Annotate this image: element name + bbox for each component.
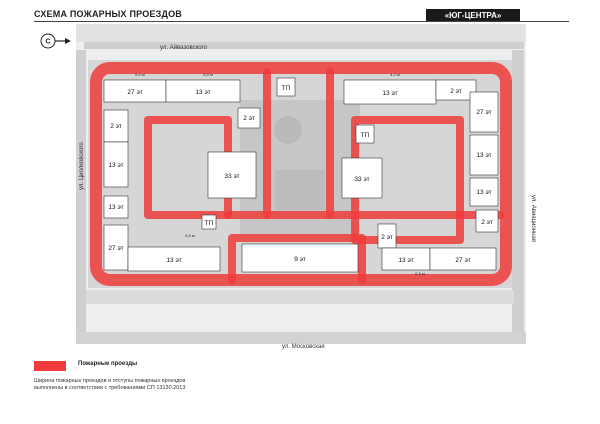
label-b-2-w: 2 эт bbox=[110, 123, 122, 130]
label-b-2-e-lower: 2 эт bbox=[481, 219, 493, 226]
building-13-s-left bbox=[127, 246, 221, 272]
dim-5: 6,5 м bbox=[415, 271, 425, 276]
north-street bbox=[84, 42, 524, 49]
label-b-2-se: 2 эт bbox=[381, 234, 393, 241]
building-2-ne bbox=[435, 79, 477, 101]
label-b-13-e: 13 эт bbox=[476, 152, 491, 159]
label-b-13-s-left: 13 эт bbox=[166, 257, 181, 264]
dim-2: 5,0 м bbox=[203, 72, 213, 77]
building-13-n-right bbox=[343, 79, 437, 105]
page-title: СХЕМА ПОЖАРНЫХ ПРОЕЗДОВ bbox=[34, 9, 182, 19]
building-2-e-lower bbox=[475, 209, 499, 233]
south-sidewalk bbox=[86, 290, 514, 304]
west-street bbox=[76, 50, 86, 332]
building-tp-mid-left bbox=[201, 214, 217, 230]
label-b-13-n-right: 13 эт bbox=[382, 90, 397, 97]
legend-fire-lane-swatch bbox=[34, 361, 66, 371]
building-13-w-lower bbox=[103, 195, 129, 219]
south-street bbox=[76, 332, 526, 344]
building-33-left bbox=[207, 151, 257, 199]
building-labels: 27 эт 13 эт 2 эт 13 эт 2 эт 33 эт ТП ТП … bbox=[108, 85, 492, 264]
label-b-27-sw: 27 эт bbox=[108, 245, 123, 252]
label-b-13-w-lower: 13 эт bbox=[108, 204, 123, 211]
building-27-sw bbox=[103, 224, 129, 271]
buildings-layer bbox=[103, 77, 499, 273]
street-west-label: ул. Циолковского bbox=[79, 142, 85, 190]
building-13-e-lower bbox=[469, 177, 499, 207]
dim-1: 6,0 м bbox=[135, 72, 145, 77]
building-27-ne bbox=[469, 91, 499, 133]
compass-icon: С bbox=[40, 33, 71, 49]
header-rule bbox=[34, 21, 569, 22]
label-b-13-e-lower: 13 эт bbox=[476, 189, 491, 196]
label-b-9-s-mid: 9 эт bbox=[294, 256, 306, 263]
plaza bbox=[275, 170, 325, 210]
label-b-tp-mid-left: ТП bbox=[205, 220, 214, 227]
dimension-labels: 6,0 м 5,0 м 4,2 м 8,0 м 6,5 м bbox=[135, 72, 425, 276]
label-b-2-mid-left: 2 эт bbox=[243, 115, 255, 122]
street-east-label: ул. Авиационная bbox=[530, 195, 536, 242]
park-feature bbox=[274, 116, 302, 144]
dim-4: 8,0 м bbox=[185, 233, 195, 238]
fire-lane-right-inner bbox=[351, 116, 464, 244]
label-b-13-se: 13 эт bbox=[398, 257, 413, 264]
compliance-note: Ширина пожарных проездов и отступы пожар… bbox=[34, 378, 294, 392]
building-tp-top-left bbox=[276, 77, 296, 97]
building-tp-right bbox=[355, 124, 375, 144]
building-13-e bbox=[469, 134, 499, 176]
label-b-2-ne: 2 эт bbox=[450, 88, 462, 95]
project-brand: «ЮГ-ЦЕНТРА» bbox=[426, 9, 520, 22]
label-b-27-se: 27 эт bbox=[455, 257, 470, 264]
fire-lanes bbox=[90, 62, 512, 286]
building-2-mid-left bbox=[237, 107, 261, 129]
label-b-13-n-left: 13 эт bbox=[195, 89, 210, 96]
note-line-2: выполнены в соответствии с требованиями … bbox=[34, 385, 186, 391]
dim-3: 4,2 м bbox=[390, 72, 400, 77]
building-9-s-mid bbox=[241, 243, 359, 273]
label-b-33-right: 33 эт bbox=[354, 176, 369, 183]
east-street bbox=[512, 50, 524, 332]
fire-lane-lower bbox=[228, 234, 366, 284]
legend-fire-lane-label: Пожарные проезды bbox=[78, 361, 138, 367]
label-b-tp-right: ТП bbox=[361, 132, 370, 139]
label-b-27-ne: 27 эт bbox=[476, 109, 491, 116]
compass-label: С bbox=[45, 39, 50, 46]
building-2-w bbox=[103, 109, 129, 143]
label-b-tp-top-left: ТП bbox=[282, 85, 291, 92]
building-13-n-left bbox=[165, 79, 241, 103]
street-north-label: ул. Айвазовского bbox=[160, 44, 208, 51]
note-line-1: Ширина пожарных проездов и отступы пожар… bbox=[34, 378, 186, 384]
building-27-se bbox=[429, 247, 497, 271]
street-south-label: ул. Московская bbox=[282, 344, 325, 350]
label-b-27-nw: 27 эт bbox=[127, 89, 142, 96]
north-context bbox=[76, 24, 526, 42]
building-33-right bbox=[341, 157, 383, 199]
label-b-13-w: 13 эт bbox=[108, 162, 123, 169]
fire-lane-outer bbox=[90, 62, 512, 286]
label-b-33-left: 33 эт bbox=[224, 173, 239, 180]
building-13-w bbox=[103, 141, 129, 188]
